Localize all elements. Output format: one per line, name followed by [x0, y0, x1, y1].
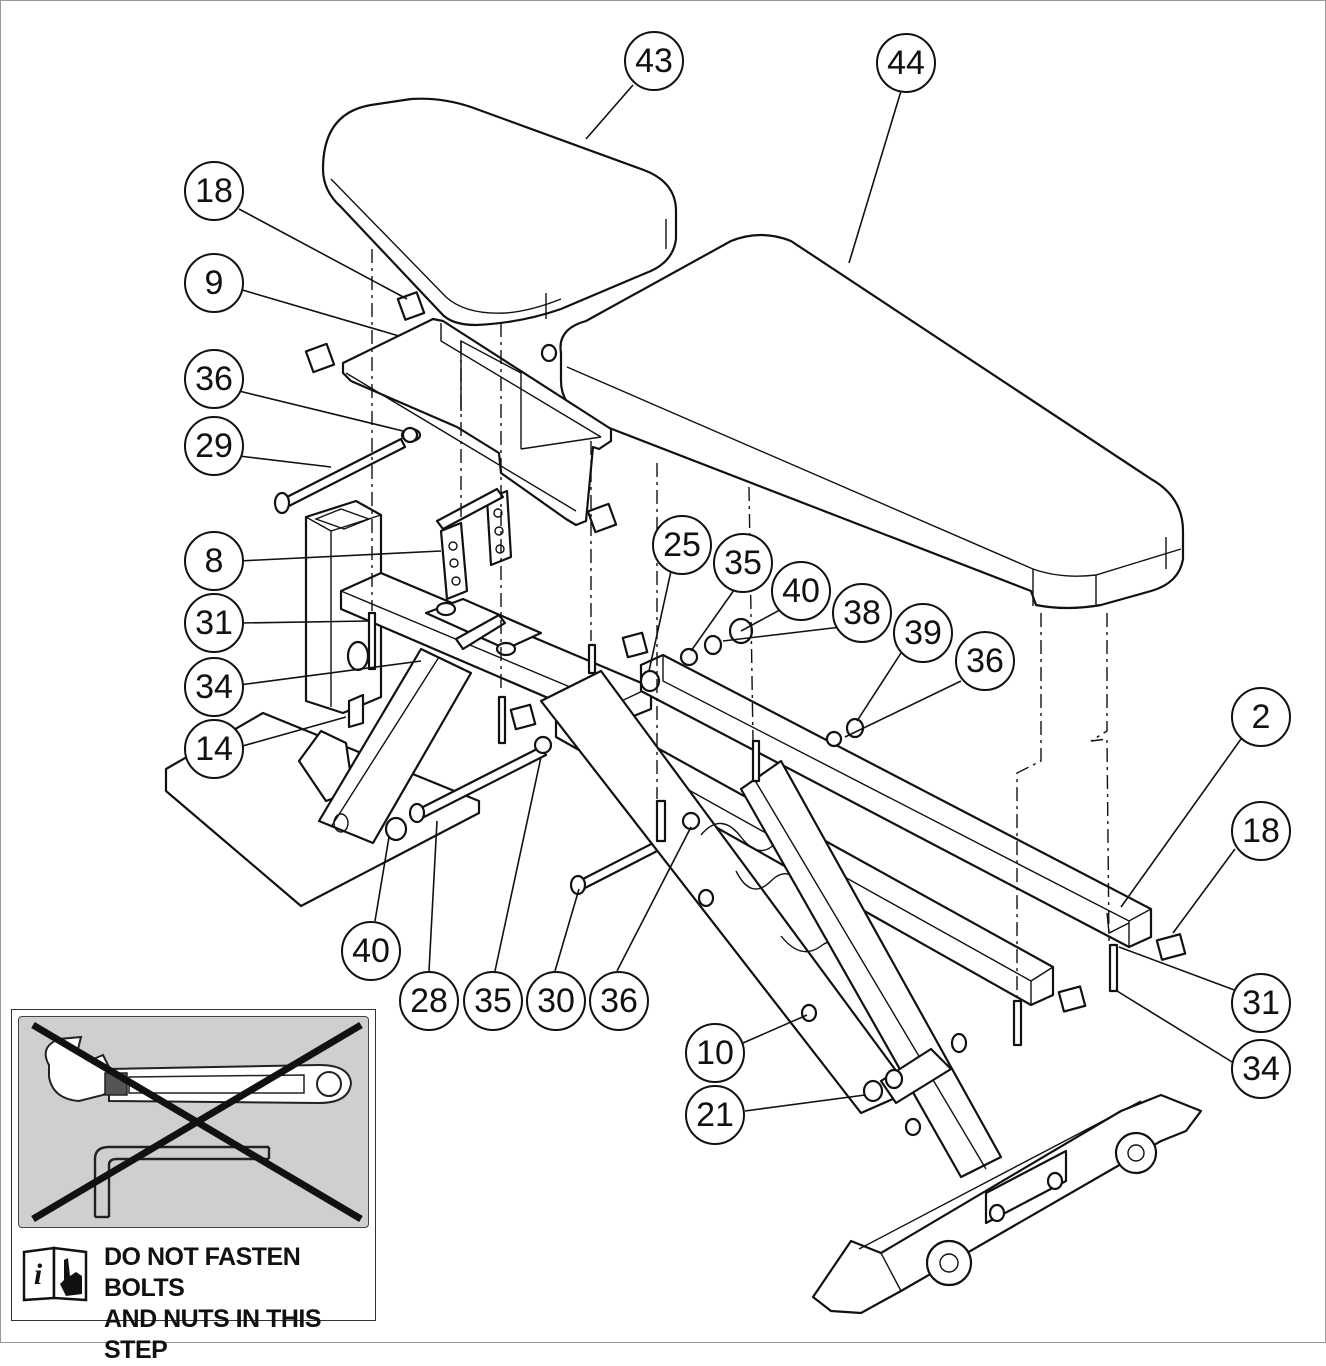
- front-foot-bracket: [297, 729, 355, 803]
- cross-out-icon: [31, 1021, 363, 1223]
- callout-31-left: 31: [184, 593, 244, 653]
- callout-44: 44: [876, 33, 936, 93]
- svg-text:18: 18: [1242, 812, 1280, 850]
- callout-38: 38: [832, 583, 892, 643]
- callout-40-bottom: 40: [341, 921, 401, 981]
- svg-text:8: 8: [205, 542, 224, 580]
- svg-text:35: 35: [474, 982, 512, 1020]
- callout-39: 39: [893, 603, 953, 663]
- callout-10: 10: [685, 1023, 745, 1083]
- warning-line-1: DO NOT FASTEN BOLTS: [104, 1243, 301, 1302]
- callout-25: 25: [652, 515, 712, 575]
- rear-upright: [739, 759, 1003, 1179]
- warning-line-2: AND NUTS IN THIS STEP: [104, 1305, 322, 1364]
- callout-29: 29: [184, 416, 244, 476]
- svg-text:43: 43: [635, 42, 673, 80]
- callout-9: 9: [184, 253, 244, 313]
- alignment-lines: [371, 249, 1110, 999]
- svg-text:21: 21: [696, 1096, 734, 1134]
- callout-43: 43: [624, 31, 684, 91]
- seat-adjust-bracket: [435, 487, 513, 601]
- info-manual-hand-icon: i: [20, 1242, 92, 1304]
- callout-36-left: 36: [184, 349, 244, 409]
- svg-text:36: 36: [966, 642, 1004, 680]
- seat-frame: [304, 291, 618, 534]
- svg-text:29: 29: [195, 427, 233, 465]
- callout-35-bottom: 35: [463, 971, 523, 1031]
- svg-text:36: 36: [600, 982, 638, 1020]
- allen-key-icon: [93, 1145, 271, 1219]
- callout-18-right: 18: [1231, 801, 1291, 861]
- hardware: [367, 343, 1187, 1047]
- warning-message: DO NOT FASTEN BOLTS AND NUTS IN THIS STE…: [104, 1242, 369, 1366]
- warning-box: i DO NOT FASTEN BOLTS AND NUTS IN THIS S…: [11, 1009, 376, 1364]
- callout-14: 14: [184, 719, 244, 779]
- front-floor-plate: [164, 711, 481, 908]
- svg-text:39: 39: [904, 614, 942, 652]
- callout-36-right: 36: [955, 631, 1015, 691]
- svg-text:40: 40: [352, 932, 390, 970]
- bolt-28: [408, 745, 548, 824]
- wrench-icon: [44, 1035, 353, 1105]
- svg-text:44: 44: [887, 44, 925, 82]
- callout-40-mid: 40: [771, 561, 831, 621]
- svg-text:18: 18: [195, 172, 233, 210]
- callout-34-left: 34: [184, 657, 244, 717]
- callout-31-right: 31: [1231, 973, 1291, 1033]
- svg-text:34: 34: [195, 668, 233, 706]
- svg-text:14: 14: [195, 730, 233, 768]
- svg-text:9: 9: [205, 264, 224, 302]
- seat-bolt: [273, 427, 422, 515]
- svg-text:31: 31: [1242, 984, 1280, 1022]
- callout-21: 21: [685, 1085, 745, 1145]
- callout-34-right: 34: [1231, 1039, 1291, 1099]
- callout-36-bottom: 36: [589, 971, 649, 1031]
- svg-text:36: 36: [195, 360, 233, 398]
- svg-text:31: 31: [195, 604, 233, 642]
- callout-8: 8: [184, 531, 244, 591]
- svg-text:i: i: [34, 1258, 43, 1291]
- front-leg: [317, 647, 473, 845]
- callout-28: 28: [399, 971, 459, 1031]
- svg-text:34: 34: [1242, 1050, 1280, 1088]
- svg-text:38: 38: [843, 594, 881, 632]
- callout-35-mid: 35: [713, 533, 773, 593]
- seat-pad: [321, 97, 678, 327]
- tools-prohibited-graphic: [18, 1016, 369, 1228]
- svg-text:25: 25: [663, 526, 701, 564]
- callout-18-top: 18: [184, 161, 244, 221]
- bolt-30: [569, 837, 667, 896]
- rear-base: [811, 1093, 1203, 1315]
- leader-lines: [238, 84, 1242, 1112]
- svg-text:2: 2: [1252, 698, 1271, 736]
- back-rail: [639, 653, 1153, 949]
- callout-30: 30: [526, 971, 586, 1031]
- svg-text:30: 30: [537, 982, 575, 1020]
- svg-text:28: 28: [410, 982, 448, 1020]
- svg-text:35: 35: [724, 544, 762, 582]
- back-pad: [559, 233, 1185, 610]
- callout-2: 2: [1231, 687, 1291, 747]
- svg-text:40: 40: [782, 572, 820, 610]
- svg-text:10: 10: [696, 1034, 734, 1072]
